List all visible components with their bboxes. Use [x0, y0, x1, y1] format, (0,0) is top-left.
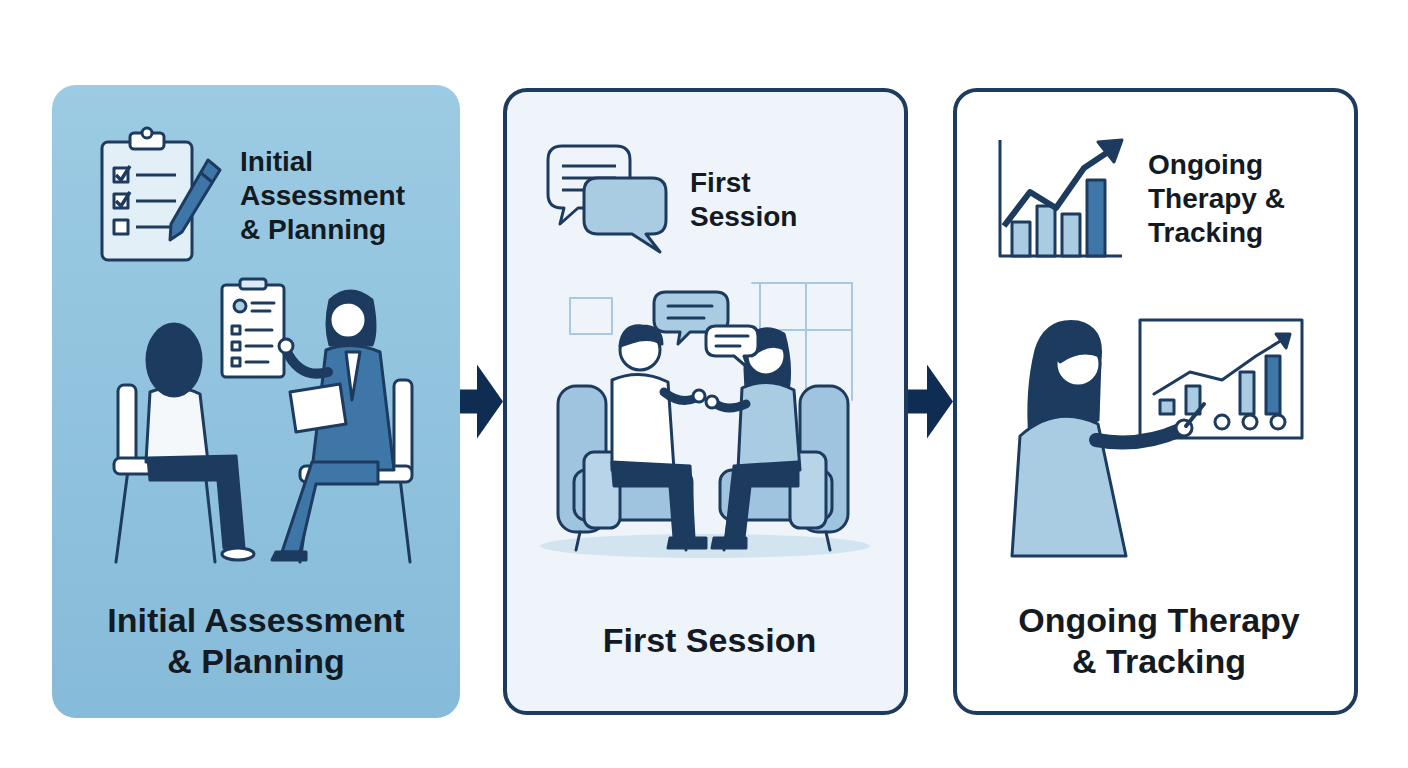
- panel-heading: Ongoing Therapy & Tracking: [1148, 148, 1313, 250]
- panel-heading: First Session: [690, 166, 830, 234]
- flow-arrow: [908, 390, 929, 414]
- flow-arrow: [460, 390, 479, 414]
- panel-heading: Initial Assessment & Planning: [240, 145, 420, 247]
- stage-panel: Ongoing Therapy & TrackingOngoing Therap…: [953, 88, 1358, 715]
- stage-panel: First SessionFirst Session: [503, 88, 908, 715]
- panel-caption: Initial Assessment & Planning: [96, 600, 416, 683]
- stage-panel: Initial Assessment & PlanningInitial Ass…: [52, 85, 460, 718]
- panel-caption: Ongoing Therapy & Tracking: [1009, 600, 1309, 683]
- panel-caption: First Session: [547, 620, 872, 661]
